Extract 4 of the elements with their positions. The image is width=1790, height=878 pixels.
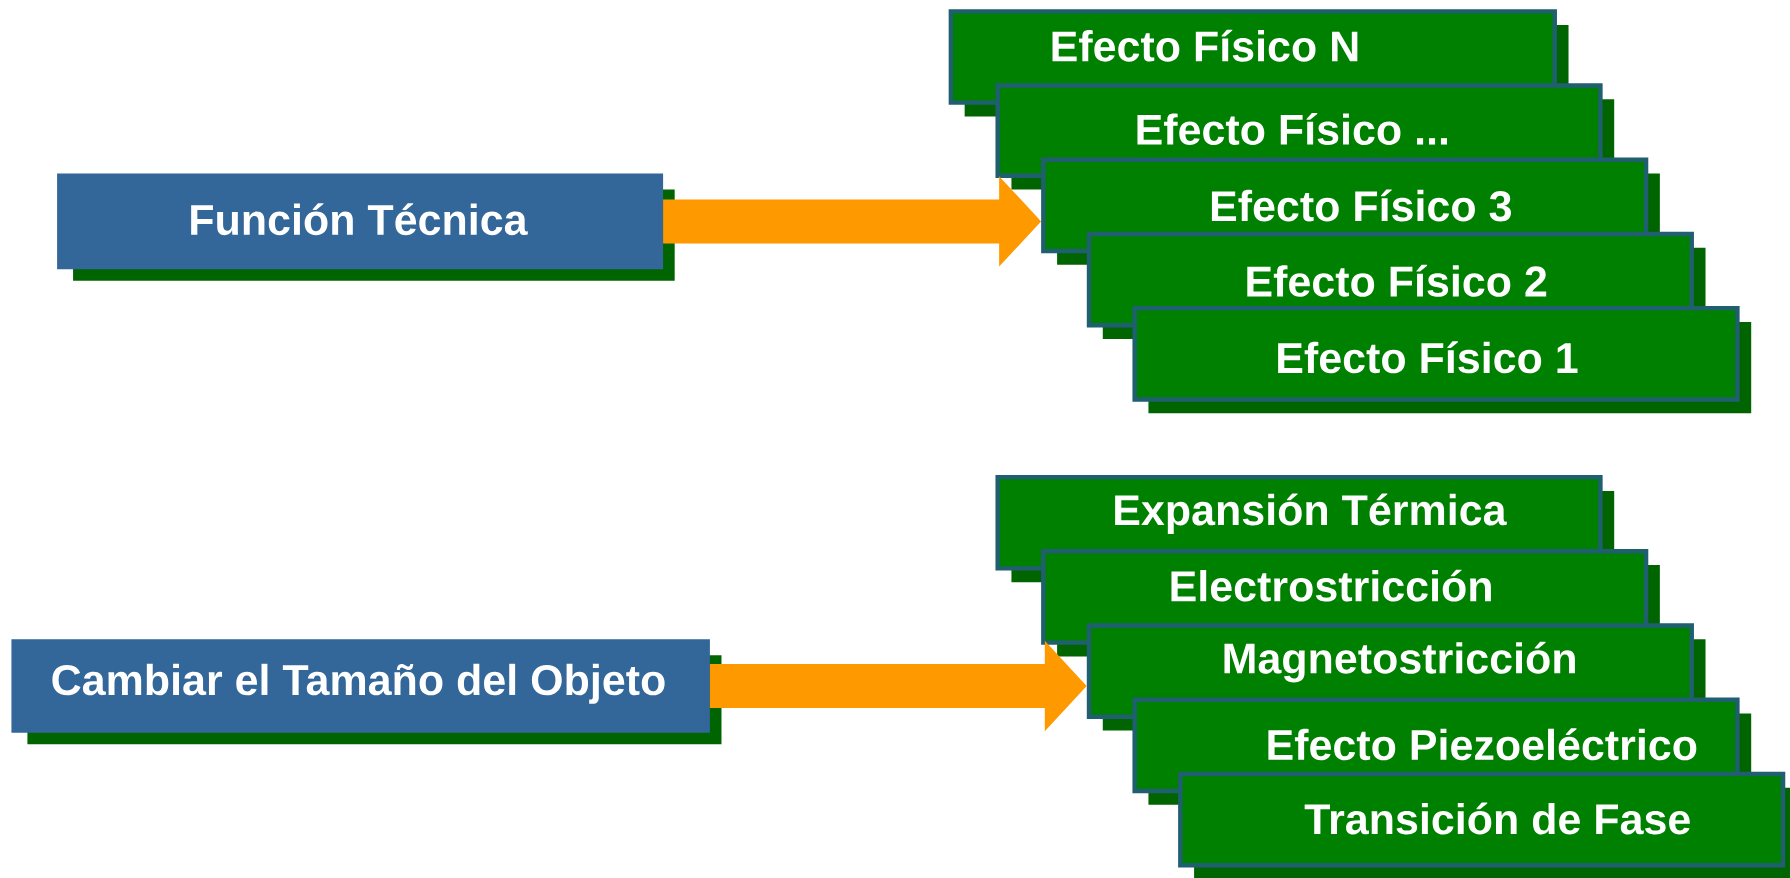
effect-box: Efecto Físico 1	[1132, 305, 1752, 414]
function-box: Función Técnica	[57, 173, 675, 281]
function-box: Cambiar el Tamaño del Objeto	[11, 639, 722, 745]
effect-box: Transición de Fase	[1178, 771, 1790, 878]
